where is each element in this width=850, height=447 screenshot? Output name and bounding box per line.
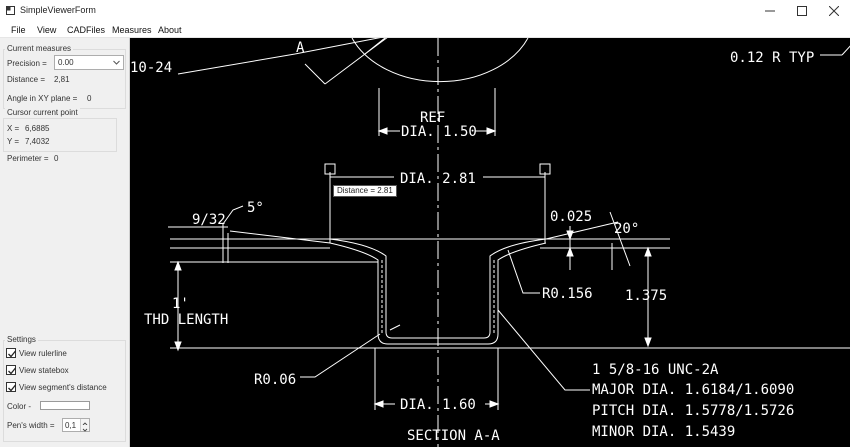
cursor-point-title: Cursor current point <box>5 108 80 117</box>
callout-thd-length: THD LENGTH <box>144 312 228 328</box>
callout-dia-150: DIA. 1.50 <box>401 124 477 140</box>
callout-dia-281: DIA. 2.81 <box>400 171 476 187</box>
app-icon <box>6 6 15 15</box>
minimize-icon <box>765 10 775 12</box>
settings-title: Settings <box>5 335 38 344</box>
stepper-up-button[interactable] <box>80 419 89 426</box>
chevron-down-icon <box>113 60 120 65</box>
distance-value: 2,81 <box>54 75 70 84</box>
callout-angle-5: 5° <box>247 200 264 216</box>
angle-20-arc <box>609 211 631 267</box>
callout-dia-160: DIA. 1.60 <box>400 397 476 413</box>
checkmark-icon <box>8 367 17 375</box>
view-statebox-label[interactable]: View statebox <box>19 366 69 375</box>
callout-r0156: R0.156 <box>542 286 593 302</box>
precision-value: 0.00 <box>58 58 74 67</box>
callout-10-24: 10-24 <box>130 60 172 76</box>
settings-group <box>3 340 126 442</box>
menu-view[interactable]: View <box>37 25 57 35</box>
side-panel: Current measures Precision = 0.00 Distan… <box>0 38 130 447</box>
cad-drawing: 10-24 A 0.12 R TYP REF DIA. 1.50 DIA. 2.… <box>130 38 850 447</box>
part-profile <box>229 230 547 345</box>
maximize-icon <box>797 6 807 16</box>
precision-label: Precision = <box>7 59 47 68</box>
current-measures-title: Current measures <box>5 44 74 53</box>
minimize-button[interactable] <box>754 0 786 22</box>
callout-angle-20: 20° <box>614 221 639 237</box>
chevron-down-icon <box>82 428 88 432</box>
menu-cadfiles[interactable]: CADFiles <box>67 25 106 35</box>
leader-10-24 <box>177 53 296 75</box>
callout-012-r-typ: 0.12 R TYP <box>730 50 814 66</box>
view-segment-distance-checkbox[interactable] <box>6 382 17 392</box>
section-a-line <box>304 63 326 85</box>
window-title: SimpleViewerForm <box>20 5 96 15</box>
cursor-y-value: 7,4032 <box>25 137 50 146</box>
precision-select[interactable]: 0.00 <box>54 55 124 70</box>
callout-section-letter: A <box>296 40 305 56</box>
cursor-x-label: X = <box>7 124 20 133</box>
callout-9-32: 9/32 <box>192 212 226 228</box>
view-rulerline-label[interactable]: View rulerline <box>19 349 67 358</box>
close-button[interactable] <box>818 0 850 22</box>
callout-ref: REF <box>420 110 445 126</box>
pen-width-value: 0,1 <box>65 421 77 430</box>
checkmark-icon <box>8 350 17 358</box>
leader-r0156 <box>507 249 540 294</box>
chevron-up-icon <box>82 422 88 426</box>
callout-section-aa: SECTION A-A <box>407 428 500 444</box>
stepper-down-button[interactable] <box>80 425 89 432</box>
view-segment-distance-label[interactable]: View segment's distance <box>19 383 107 392</box>
title-bar: SimpleViewerForm <box>0 0 850 22</box>
close-icon <box>829 6 839 16</box>
perimeter-value: 0 <box>54 154 59 163</box>
perimeter-label: Perimeter = <box>7 154 49 163</box>
leader-r006 <box>300 333 381 378</box>
angle-20-line <box>545 221 619 240</box>
cursor-y-label: Y = <box>7 137 20 146</box>
pen-width-label: Pen's width = <box>7 421 55 430</box>
callout-0025: 0.025 <box>550 209 592 225</box>
thread-spec-line-3: PITCH DIA. 1.5778/1.5726 <box>592 403 794 419</box>
menu-about[interactable]: About <box>158 25 182 35</box>
callout-thd-1: 1' <box>172 296 189 312</box>
color-swatch[interactable] <box>40 401 90 410</box>
thread-spec-line-4: MINOR DIA. 1.5439 <box>592 424 735 440</box>
cursor-x-value: 6,6885 <box>25 124 50 133</box>
menu-file[interactable]: File <box>11 25 26 35</box>
leader-thread-spec <box>497 309 590 391</box>
thread-spec-line-1: 1 5/8-16 UNC-2A <box>592 362 719 378</box>
view-rulerline-checkbox[interactable] <box>6 348 17 358</box>
menu-measures[interactable]: Measures <box>112 25 152 35</box>
cad-viewer[interactable]: 10-24 A 0.12 R TYP REF DIA. 1.50 DIA. 2.… <box>130 38 850 447</box>
pen-width-stepper[interactable]: 0,1 <box>62 418 90 432</box>
callout-r006: R0.06 <box>254 372 296 388</box>
top-circle-arc <box>351 38 529 83</box>
thread-spec-line-2: MAJOR DIA. 1.6184/1.6090 <box>592 382 794 398</box>
menu-bar: File View CADFiles Measures About <box>0 22 850 38</box>
color-label: Color - <box>7 402 32 411</box>
distance-label: Distance = <box>7 75 46 84</box>
view-statebox-checkbox[interactable] <box>6 365 17 375</box>
checkmark-icon <box>8 384 17 392</box>
maximize-button[interactable] <box>786 0 818 22</box>
angle-label: Angle in XY plane = <box>7 94 78 103</box>
angle-value: 0 <box>87 94 92 103</box>
callout-1375: 1.375 <box>625 288 667 304</box>
cursor-point-group <box>3 118 117 152</box>
measure-tooltip: Distance = 2.81 <box>333 185 397 197</box>
